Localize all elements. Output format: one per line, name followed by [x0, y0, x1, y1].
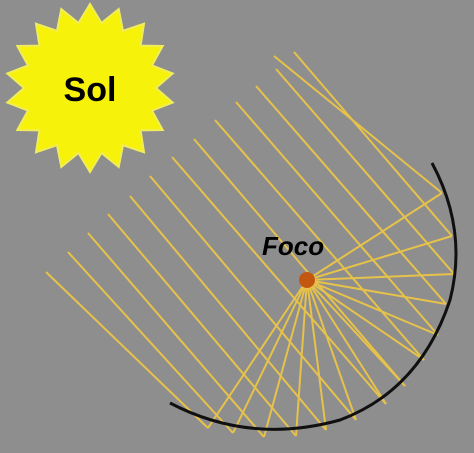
- reflected-ray: [306, 279, 327, 431]
- reflected-ray: [232, 279, 308, 434]
- incoming-ray: [171, 156, 387, 405]
- incoming-ray: [149, 175, 357, 421]
- incoming-ray: [273, 55, 443, 194]
- sun-label: Sol: [64, 71, 117, 109]
- incoming-ray: [293, 51, 453, 237]
- reflected-ray: [306, 279, 357, 421]
- incoming-ray: [107, 213, 297, 437]
- parabolic-mirror: [169, 162, 458, 431]
- reflected-ray: [306, 279, 406, 387]
- reflected-ray: [306, 279, 387, 405]
- incoming-ray: [67, 251, 234, 434]
- reflected-ray: [207, 279, 308, 429]
- incoming-ray: [255, 85, 447, 305]
- sun-icon: Sol: [5, 2, 175, 174]
- incoming-ray: [193, 138, 406, 387]
- reflected-ray: [263, 279, 308, 438]
- reflected-ray: [306, 279, 447, 305]
- reflected-ray: [306, 235, 453, 281]
- incoming-ray: [129, 195, 327, 431]
- reflected-ray: [306, 192, 443, 281]
- reflected-ray: [306, 279, 425, 361]
- sun-star-shape: [5, 2, 175, 174]
- focus-point: [299, 272, 315, 288]
- incoming-ray: [87, 232, 265, 438]
- incoming-ray: [214, 119, 425, 361]
- incoming-ray: [275, 68, 455, 275]
- focus-label: Foco: [262, 231, 324, 261]
- reflected-ray: [295, 279, 308, 437]
- reflected-ray: [306, 279, 439, 336]
- incoming-ray: [45, 271, 209, 429]
- reflected-rays: [207, 192, 455, 438]
- reflected-ray: [306, 273, 455, 281]
